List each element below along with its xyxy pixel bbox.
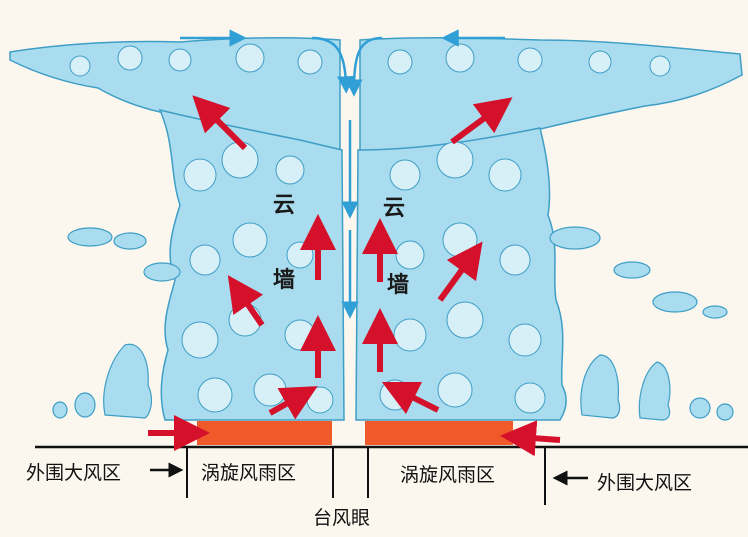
updraft-arrows-right (362, 97, 513, 415)
cloud-anvil-right (359, 36, 743, 153)
blue-arrow-icon (345, 36, 383, 97)
cloud-wall-label-right-1: 云 (383, 196, 406, 221)
scattered-clouds (52, 226, 734, 421)
red-arrow-icon (437, 241, 483, 302)
red-arrow-icon (450, 97, 513, 145)
red-arrow-icon (381, 381, 440, 415)
red-arrow-icon (192, 95, 248, 151)
outer-wind-zone-label-right: 外围大风区 (597, 472, 693, 494)
outer-wind-zone-label-left: 外围大风区 (26, 462, 122, 484)
zone-dividers (186, 447, 546, 505)
red-arrow-icon (227, 275, 265, 327)
red-arrow-icon (268, 386, 318, 420)
updraft-arrows-left (192, 95, 336, 420)
red-arrow-icon (500, 420, 561, 457)
rain-band-bar-right (365, 421, 513, 445)
rain-band-bar-left (197, 421, 332, 445)
cloud-wall-label-right-2: 墙 (387, 273, 410, 298)
typhoon-eye-label: 台风眼 (313, 507, 371, 529)
cloud-texture (69, 43, 671, 414)
cloud-wall-label-left-2: 墙 (273, 268, 296, 293)
vortex-rain-zone-label-left: 涡旋风雨区 (201, 462, 297, 484)
downdraft-arrows (180, 29, 505, 319)
blue-arrow-icon (311, 36, 355, 94)
vortex-rain-zone-label-right: 涡旋风雨区 (400, 464, 496, 486)
cloud-wall-label-left-1: 云 (273, 193, 296, 218)
